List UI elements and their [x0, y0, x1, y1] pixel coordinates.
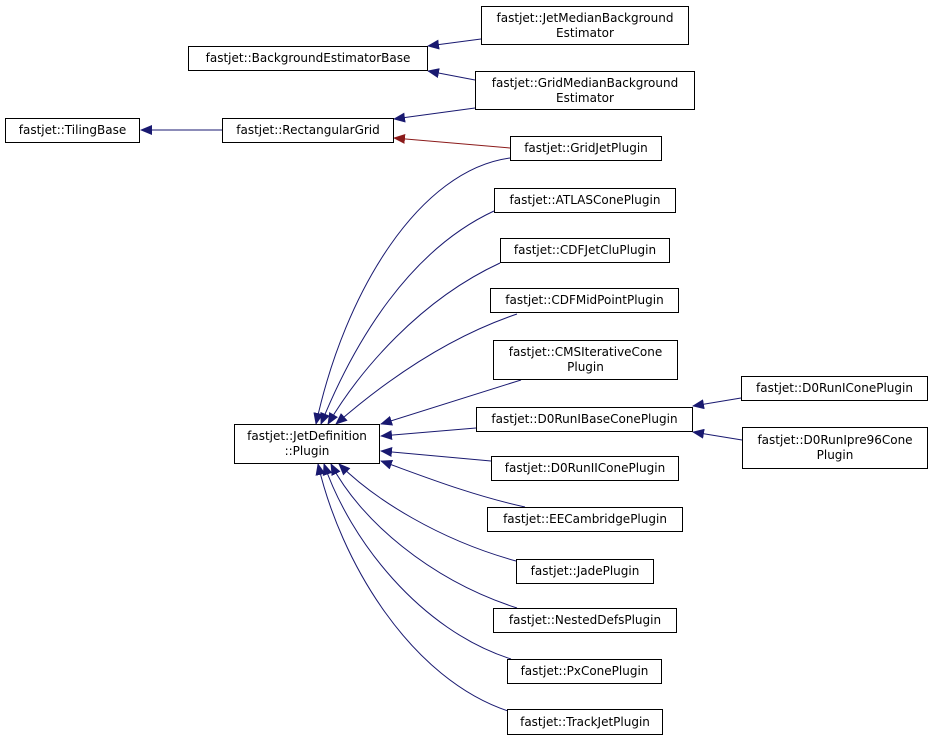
inheritance-edge-grid-median-bge-to-rectangular-grid [393, 107, 476, 123]
class-node-cdfmidpoint-plugin[interactable]: fastjet::CDFMidPointPlugin [490, 288, 679, 313]
inheritance-edge-cdfmidpoint-plugin-to-jetdef-plugin [335, 313, 518, 425]
class-name: fastjet::TilingBase [18, 123, 127, 137]
inheritance-edge-d0runiicone-plugin-to-jetdef-plugin [380, 447, 492, 462]
inheritance-edge-nesteddefs-plugin-to-jetdef-plugin [330, 463, 518, 609]
class-name: fastjet::NestedDefsPlugin [508, 613, 662, 627]
class-node-jade-plugin[interactable]: fastjet::JadePlugin [516, 559, 654, 584]
class-name: fastjet::GridJetPlugin [524, 141, 648, 155]
class-name-line1: fastjet::D0RunIpre96Cone [757, 433, 913, 447]
inheritance-edge-jade-plugin-to-jetdef-plugin [338, 463, 517, 562]
class-name: fastjet::CDFMidPointPlugin [505, 293, 664, 307]
class-node-nesteddefs-plugin[interactable]: fastjet::NestedDefsPlugin [493, 608, 677, 633]
inheritance-edge-d0runipre96cone-plugin-to-d0runibasecone-plugin [692, 428, 743, 441]
class-node-trackjet-plugin[interactable]: fastjet::TrackJetPlugin [507, 709, 663, 735]
inheritance-edge-cdfjetclu-plugin-to-jetdef-plugin [327, 262, 501, 425]
inheritance-edge-d0runicone-plugin-to-d0runibasecone-plugin [692, 397, 742, 410]
class-node-atlascone-plugin[interactable]: fastjet::ATLASConePlugin [494, 188, 676, 213]
class-name: fastjet::BackgroundEstimatorBase [205, 51, 411, 65]
class-node-eecambridge-plugin[interactable]: fastjet::EECambridgePlugin [487, 507, 683, 532]
class-node-cdfjetclu-plugin[interactable]: fastjet::CDFJetCluPlugin [500, 238, 670, 263]
class-name: fastjet::D0RunIConePlugin [756, 381, 913, 395]
inheritance-edge-trackjet-plugin-to-jetdef-plugin [315, 463, 512, 713]
class-name-line2: Estimator [556, 25, 614, 40]
class-node-d0runiicone-plugin[interactable]: fastjet::D0RunIIConePlugin [491, 456, 679, 481]
inheritance-edge-jet-median-bge-to-background-estimator-base [427, 38, 482, 50]
inheritance-edge-gridjet-plugin-to-jetdef-plugin [313, 157, 511, 425]
inheritance-edge-eecambridge-plugin-to-jetdef-plugin [380, 460, 526, 508]
class-node-tiling-base[interactable]: fastjet::TilingBase [5, 118, 140, 143]
class-name-line1: fastjet::GridMedianBackground [491, 75, 679, 90]
inheritance-edge-cmsiterativecone-plugin-to-jetdef-plugin [380, 379, 522, 426]
class-name-line2: Plugin [816, 448, 854, 462]
inheritance-edge-atlascone-plugin-to-jetdef-plugin [320, 210, 495, 425]
class-name: fastjet::ATLASConePlugin [509, 193, 661, 207]
class-node-background-estimator-base[interactable]: fastjet::BackgroundEstimatorBase [188, 46, 428, 71]
class-name-line1: fastjet::JetDefinition [247, 429, 367, 443]
class-name-line2: Plugin [567, 360, 604, 374]
class-node-jet-median-background-estimator[interactable]: fastjet::JetMedianBackground Estimator [481, 6, 689, 45]
class-node-d0runicone-plugin[interactable]: fastjet::D0RunIConePlugin [741, 376, 928, 401]
class-name-line1: fastjet::CMSIterativeCone [508, 345, 663, 359]
class-node-d0runipre96cone-plugin[interactable]: fastjet::D0RunIpre96Cone Plugin [742, 427, 928, 469]
class-name: fastjet::D0RunIBaseConePlugin [491, 412, 678, 426]
class-name: fastjet::PxConePlugin [520, 664, 649, 678]
class-node-gridjet-plugin[interactable]: fastjet::GridJetPlugin [510, 136, 662, 161]
class-name: fastjet::RectangularGrid [236, 123, 380, 137]
class-node-rectangular-grid[interactable]: fastjet::RectangularGrid [222, 118, 394, 143]
class-name-line1: fastjet::JetMedianBackground [496, 10, 674, 25]
class-name: fastjet::CDFJetCluPlugin [513, 243, 657, 257]
class-node-cmsiterativecone-plugin[interactable]: fastjet::CMSIterativeCone Plugin [493, 340, 678, 380]
class-name: fastjet::JadePlugin [530, 564, 640, 578]
inheritance-edge-gridjet-plugin-to-rectangular-grid [393, 133, 511, 149]
class-name: fastjet::TrackJetPlugin [520, 714, 650, 729]
class-node-grid-median-background-estimator[interactable]: fastjet::GridMedianBackground Estimator [475, 71, 695, 110]
inheritance-edge-d0runibasecone-plugin-to-jetdef-plugin [380, 427, 477, 441]
class-name-line2: Estimator [556, 90, 614, 105]
class-node-d0runibasecone-plugin[interactable]: fastjet::D0RunIBaseConePlugin [476, 407, 693, 432]
inheritance-edge-grid-median-bge-to-background-estimator-base [427, 68, 476, 81]
class-name-line2: ::Plugin [284, 444, 330, 458]
inheritance-edge-pxcone-plugin-to-jetdef-plugin [322, 463, 512, 660]
class-name: fastjet::EECambridgePlugin [503, 512, 667, 526]
class-node-pxcone-plugin[interactable]: fastjet::PxConePlugin [507, 659, 662, 684]
class-name: fastjet::D0RunIIConePlugin [504, 461, 666, 475]
class-node-jetdefinition-plugin[interactable]: fastjet::JetDefinition ::Plugin [234, 424, 380, 464]
